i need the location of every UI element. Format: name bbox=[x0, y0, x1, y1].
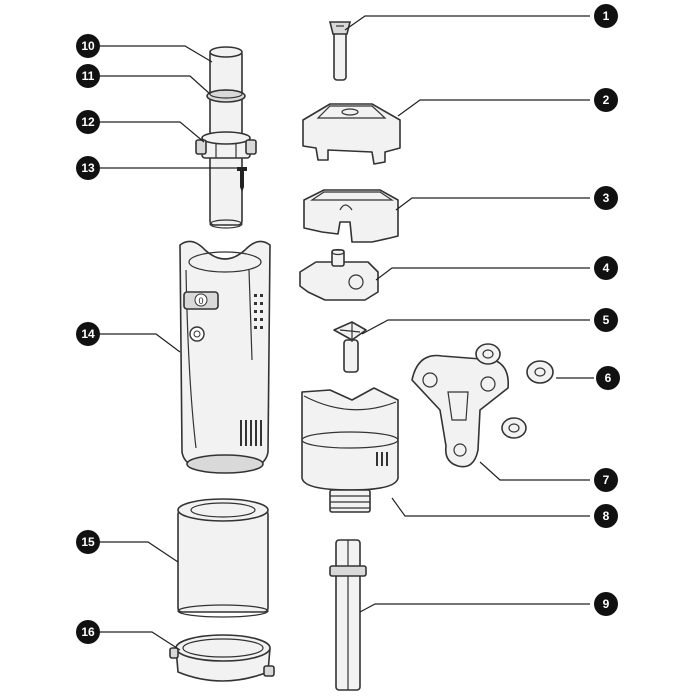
housing-side-vents bbox=[254, 294, 263, 329]
part-2-top-cover bbox=[302, 103, 401, 165]
part-5-impeller bbox=[333, 321, 367, 373]
suction-cup bbox=[526, 360, 554, 384]
part-15-filter-sponge bbox=[177, 498, 269, 618]
callout-10: 10 bbox=[76, 34, 100, 58]
callout-2: 2 bbox=[594, 88, 618, 112]
callout-8-label: 8 bbox=[603, 509, 610, 523]
part-3-inner-cover bbox=[303, 189, 399, 243]
callout-5: 5 bbox=[594, 308, 618, 332]
part-12-clamp-ring bbox=[195, 131, 257, 159]
leader-11 bbox=[100, 75, 211, 95]
callout-7-label: 7 bbox=[603, 473, 610, 487]
leader-4 bbox=[375, 267, 590, 281]
suction-cup bbox=[501, 417, 527, 439]
suction-cup bbox=[475, 343, 501, 365]
callout-14: 14 bbox=[76, 322, 100, 346]
callout-13-label: 13 bbox=[81, 161, 95, 175]
part-16-bottom-cap bbox=[169, 634, 275, 682]
callout-3: 3 bbox=[594, 186, 618, 210]
callout-12-label: 12 bbox=[81, 115, 95, 129]
part-11-o-ring bbox=[206, 89, 246, 103]
control-panel-digit: 0 bbox=[198, 296, 203, 306]
part-8-pump-chamber bbox=[301, 387, 399, 513]
callout-13: 13 bbox=[76, 156, 100, 180]
control-panel: 0 bbox=[183, 291, 219, 310]
chamber-thread bbox=[330, 495, 370, 509]
housing-bottom-grille bbox=[240, 420, 262, 446]
part-4-impeller-cover bbox=[299, 248, 379, 301]
callout-11: 11 bbox=[76, 64, 100, 88]
callouts: 1 2 3 4 5 6 7 8 bbox=[76, 4, 620, 644]
callout-4: 4 bbox=[594, 256, 618, 280]
part-6-suction-cups bbox=[475, 343, 554, 439]
leader-2 bbox=[397, 99, 590, 117]
leader-9 bbox=[359, 603, 590, 613]
part-1-nozzle bbox=[328, 21, 352, 81]
callout-14-label: 14 bbox=[81, 327, 95, 341]
callout-5-label: 5 bbox=[603, 313, 610, 327]
leader-3 bbox=[395, 197, 590, 211]
callout-9-label: 9 bbox=[603, 597, 610, 611]
callout-1-label: 1 bbox=[603, 9, 610, 23]
leader-16 bbox=[100, 631, 181, 651]
part-14-pump-housing: 0 bbox=[179, 240, 271, 474]
leader-10 bbox=[100, 45, 213, 63]
callout-9: 9 bbox=[594, 592, 618, 616]
callout-12: 12 bbox=[76, 110, 100, 134]
callout-1: 1 bbox=[594, 4, 618, 28]
leader-12 bbox=[100, 121, 205, 143]
chamber-grille bbox=[376, 452, 388, 466]
callout-2-label: 2 bbox=[603, 93, 610, 107]
leader-14 bbox=[100, 333, 181, 353]
callout-15-label: 15 bbox=[81, 535, 95, 549]
adjustment-knob bbox=[189, 326, 205, 342]
leader-1 bbox=[344, 15, 590, 31]
callout-7: 7 bbox=[594, 468, 618, 492]
leader-lines bbox=[100, 15, 594, 651]
callout-10-label: 10 bbox=[81, 39, 95, 53]
leader-7 bbox=[479, 461, 590, 481]
callout-16-label: 16 bbox=[81, 625, 95, 639]
callout-8: 8 bbox=[594, 504, 618, 528]
leader-5 bbox=[361, 319, 590, 335]
leader-8 bbox=[391, 497, 590, 517]
callout-16: 16 bbox=[76, 620, 100, 644]
callout-3-label: 3 bbox=[603, 191, 610, 205]
callout-11-label: 11 bbox=[82, 69, 95, 83]
callout-15: 15 bbox=[76, 530, 100, 554]
part-13-screw bbox=[237, 167, 247, 192]
callout-6-label: 6 bbox=[605, 371, 612, 385]
part-7-mounting-bracket bbox=[411, 354, 510, 468]
part-9-intake-tube bbox=[329, 539, 367, 691]
leader-15 bbox=[100, 541, 179, 563]
callout-6: 6 bbox=[596, 366, 620, 390]
callout-4-label: 4 bbox=[603, 261, 610, 275]
